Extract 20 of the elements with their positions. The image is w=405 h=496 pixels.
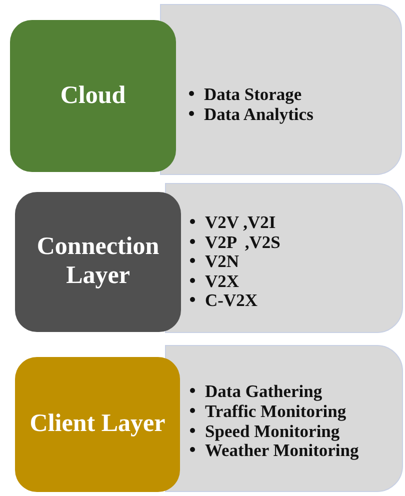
list-panel	[160, 4, 402, 175]
list-item: Data Storage	[204, 84, 302, 104]
list-item: V2N	[205, 252, 240, 272]
layer-box	[15, 357, 180, 492]
layer-box	[10, 20, 176, 172]
list-panel	[165, 345, 403, 492]
layer-title: Connection Layer	[36, 233, 160, 291]
list-item: Traffic Monitoring	[205, 402, 346, 422]
list-item: Weather Monitoring	[205, 441, 359, 461]
list-item: C-V2X	[205, 291, 258, 311]
list-panel	[165, 183, 403, 333]
layer-box	[15, 192, 181, 332]
list-item: Data Analytics	[204, 104, 314, 124]
list-item: V2P ,V2S	[205, 232, 280, 252]
list-item: V2V ,V2I	[205, 213, 276, 233]
layer-title: Client Layer	[30, 410, 166, 439]
list-item: V2X	[205, 272, 240, 292]
list-item: Speed Monitoring	[205, 422, 340, 442]
list-item: Data Gathering	[205, 382, 322, 402]
layer-title: Cloud	[60, 82, 126, 110]
